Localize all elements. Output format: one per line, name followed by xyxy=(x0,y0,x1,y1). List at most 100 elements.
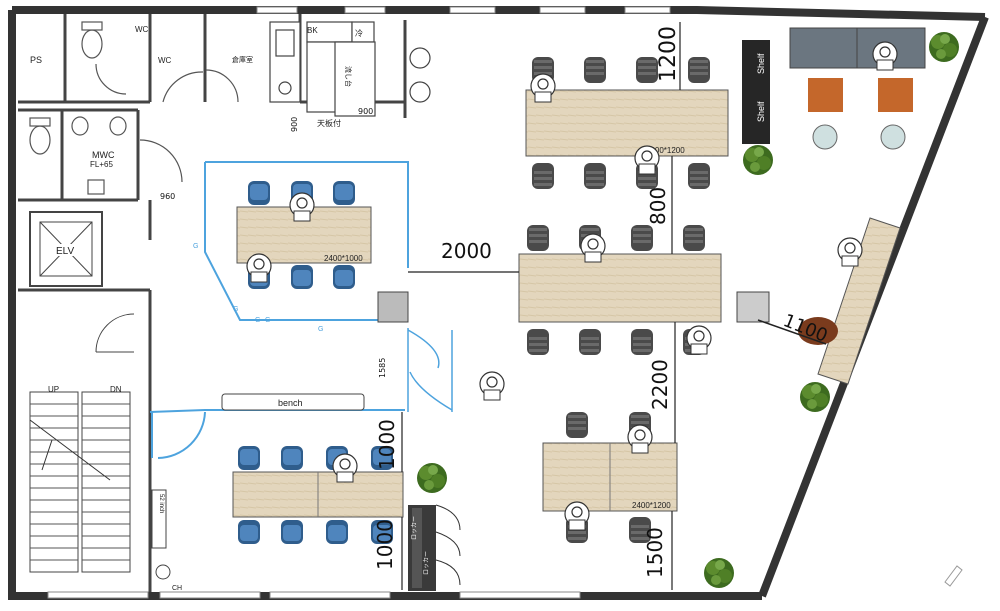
office-chair xyxy=(532,163,554,189)
person-figure xyxy=(530,73,556,103)
kitchen-counter-dim: 900 xyxy=(358,107,373,116)
room-label-wc-upper: WC xyxy=(135,25,149,34)
room-label-mwc: MWC xyxy=(92,150,115,160)
edit-pencil-icon[interactable] xyxy=(944,565,963,587)
windows xyxy=(47,6,671,599)
meeting-chair xyxy=(326,520,348,544)
meeting-chair xyxy=(281,520,303,544)
room-label-storage: 倉庫室 xyxy=(232,55,253,64)
office-chair xyxy=(566,412,588,438)
table-label-meeting: 2400*1000 xyxy=(324,254,363,263)
dim-900: 900 xyxy=(290,117,299,132)
kitchen-counter-label: 流し台 xyxy=(344,66,353,87)
elevator-label: ELV xyxy=(56,246,74,257)
meeting-chair xyxy=(291,265,313,289)
person-figure xyxy=(289,192,315,222)
glass-mark-2: G xyxy=(233,306,238,313)
potted-plant xyxy=(743,145,773,175)
meeting-chair xyxy=(248,181,270,205)
person-figure xyxy=(332,453,358,483)
table-label-bottom-right: 2400*1200 xyxy=(632,501,671,510)
glass-mark-4: G xyxy=(318,326,323,333)
meeting-chair xyxy=(333,265,355,289)
office-chair xyxy=(636,57,658,83)
entrance-doors xyxy=(407,328,453,412)
column-right xyxy=(736,291,770,323)
dim-1000-upper: 1000 xyxy=(375,419,399,470)
office-chair xyxy=(584,163,606,189)
kitchen-bk-label: BK xyxy=(307,26,318,35)
dim-960: 960 xyxy=(160,192,175,201)
kitchen-counter-note: 天板付 xyxy=(317,118,341,128)
dim-1585: 1585 xyxy=(378,358,387,378)
glass-mark-3: G xyxy=(255,317,260,324)
person-figure xyxy=(686,325,712,355)
office-chair xyxy=(688,163,710,189)
kitchen xyxy=(269,21,431,117)
person-figure xyxy=(872,41,898,71)
glass-mark-1: G xyxy=(193,243,198,250)
bench-label: bench xyxy=(278,398,303,408)
lounge xyxy=(789,27,926,150)
dim-1500: 1500 xyxy=(643,527,667,578)
office-chair xyxy=(527,329,549,355)
bench xyxy=(221,393,365,411)
toilet-rooms xyxy=(29,21,239,195)
person-figure xyxy=(627,424,653,454)
office-chair xyxy=(688,57,710,83)
person-figure xyxy=(837,237,863,267)
ch-symbol xyxy=(155,564,171,580)
potted-plant xyxy=(800,382,830,412)
shelf-unit xyxy=(742,40,770,144)
column xyxy=(377,291,409,323)
lockers xyxy=(408,504,461,591)
dimension-lines xyxy=(401,22,681,590)
meeting-chair xyxy=(281,446,303,470)
potted-plant xyxy=(704,558,734,588)
shelf-label-1: Shelf xyxy=(756,53,766,74)
dim-800: 800 xyxy=(646,187,670,225)
office-chair xyxy=(631,329,653,355)
desk-top-right xyxy=(525,89,729,157)
person-figure xyxy=(246,253,272,283)
meeting-room-glass xyxy=(204,161,409,321)
ch-label: CH xyxy=(172,585,182,592)
kitchen-ref-label: 冷 xyxy=(355,28,363,38)
office-chair xyxy=(584,57,606,83)
glass-mark-5: G xyxy=(265,317,270,324)
person-figure xyxy=(479,371,505,401)
meeting-chair xyxy=(333,181,355,205)
stairs xyxy=(29,391,131,573)
office-chair xyxy=(527,225,549,251)
person-figure xyxy=(564,501,590,531)
meeting-chair xyxy=(238,446,260,470)
office-chair xyxy=(683,225,705,251)
stair-treads xyxy=(30,403,130,561)
person-figure xyxy=(634,145,660,175)
dim-2000: 2000 xyxy=(441,239,492,263)
stairs-up-label: UP xyxy=(48,385,59,394)
lower-room-glass xyxy=(149,409,405,459)
locker-label-1: ロッカー xyxy=(411,516,418,540)
room-label-wc-left: WC xyxy=(158,56,172,65)
stairs-dn-label: DN xyxy=(110,385,122,394)
office-chair xyxy=(579,329,601,355)
desk-middle-right xyxy=(518,253,722,323)
dim-1000-lower: 1000 xyxy=(373,519,397,570)
potted-plant xyxy=(929,32,959,62)
person-figure xyxy=(580,233,606,263)
room-label-fl65: FL+65 xyxy=(90,160,113,169)
room-label-ps: PS xyxy=(30,55,42,65)
meeting-chair xyxy=(238,520,260,544)
potted-plant xyxy=(417,463,447,493)
locker-label-2: ロッカー xyxy=(423,551,430,575)
office-chair xyxy=(631,225,653,251)
whiteboard xyxy=(151,489,167,549)
window-counter xyxy=(757,217,901,385)
table-label-top-right: 3600*1200 xyxy=(646,146,685,155)
whiteboard-label: 52 inch xyxy=(158,494,164,513)
shelf-label-2: Shelf xyxy=(756,101,766,122)
dim-2200: 2200 xyxy=(648,359,672,410)
dim-1200: 1200 xyxy=(656,26,681,82)
